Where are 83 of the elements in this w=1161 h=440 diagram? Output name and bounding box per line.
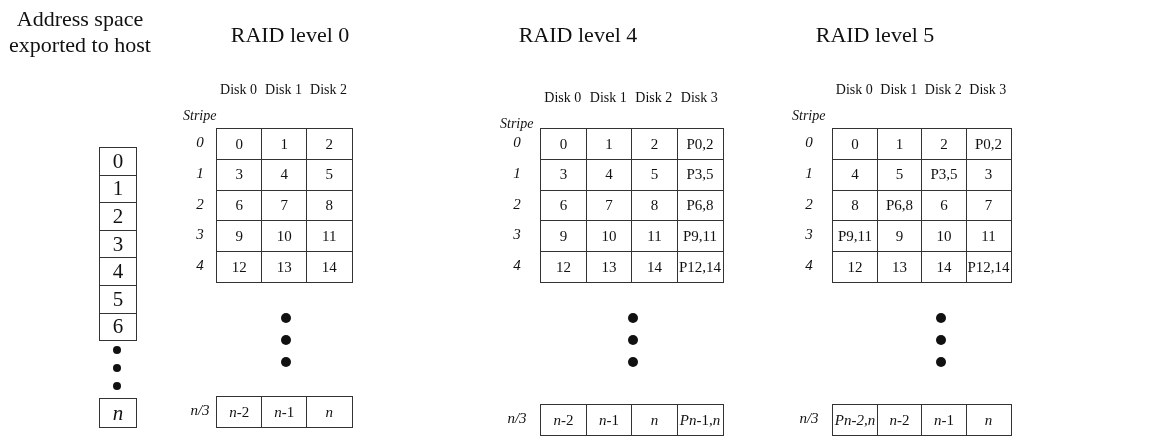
table-cell: 13 [261,251,308,284]
table-cell: 9 [540,220,587,253]
table-cell: P12,14 [965,251,1012,284]
table-cell: n-2 [216,396,263,429]
table-cell: 12 [832,251,878,284]
table-cell: 10 [921,220,967,253]
row-label: 1 [804,164,814,182]
table-cell: 2 [99,202,137,231]
row-header: Stripe [183,108,217,124]
row-label: n/3 [189,402,211,419]
table-cell: 5 [99,285,137,314]
row-label: 1 [195,164,205,182]
column-header: Disk 2 [634,90,674,106]
column-header: Disk 1 [588,90,628,106]
table-cell: n [99,398,137,428]
column-header: Disk 1 [264,82,303,98]
row-header: Stripe [500,116,534,132]
section-title: RAID level 0 [229,22,351,48]
row-label: n/3 [506,410,528,427]
table-cell: 6 [99,312,137,342]
table-cell: 2 [631,128,678,161]
row-label: 2 [195,195,205,213]
column-header: Disk 1 [879,82,919,98]
column-header: Disk 0 [543,90,583,106]
table-cell: 0 [832,128,878,161]
table-cell: 13 [876,251,923,284]
table-cell: P0,2 [965,128,1012,161]
table-cell: 10 [261,220,308,253]
table-cell: P12,14 [676,251,724,284]
table-cell: 13 [585,251,633,284]
table-cell: 12 [540,251,587,284]
column-header: Disk 3 [679,90,719,106]
table-cell: n-2 [876,404,923,437]
table-cell: 11 [631,220,678,253]
table-cell: n-1 [921,404,967,437]
table-cell: 8 [306,189,353,222]
table-cell: 0 [99,147,137,176]
row-label: 4 [195,257,205,275]
table-cell: n [631,404,678,437]
table-cell: 4 [99,257,137,286]
row-label: 0 [195,134,205,151]
row-label: 3 [804,226,814,244]
table-cell: Pn-2,n [832,404,878,437]
row-label: 0 [804,134,814,151]
table-cell: 1 [261,128,308,161]
table-cell: P0,2 [676,128,724,161]
row-label: 4 [804,257,814,275]
table-cell: 0 [540,128,587,161]
table-cell: n-2 [540,404,587,437]
row-label: n/3 [798,410,820,427]
row-header: Stripe [792,108,826,124]
column-header: Disk 2 [923,82,963,98]
table-cell: 14 [631,251,678,284]
row-label: 0 [512,134,522,151]
column-header: Disk 2 [309,82,348,98]
table-cell: P9,11 [676,220,724,253]
row-label: 2 [804,195,814,213]
column-header: Disk 0 [834,82,874,98]
table-cell: 2 [921,128,967,161]
table-cell: n-1 [261,396,308,429]
table-cell: 0 [216,128,263,161]
table-cell: Pn-1,n [676,404,724,437]
row-label: 4 [512,257,522,275]
table-cell: 14 [921,251,967,284]
table-cell: 2 [306,128,353,161]
table-cell: 12 [216,251,263,284]
column-header: Disk 0 [219,82,258,98]
table-cell: n-1 [585,404,633,437]
section-title: Address space exported to host [8,6,152,58]
table-cell: 11 [306,220,353,253]
table-cell: n [965,404,1012,437]
table-cell: n [306,396,353,429]
table-cell: 11 [965,220,1012,253]
section-title: RAID level 5 [814,22,936,48]
table-cell: 9 [216,220,263,253]
row-label: 1 [512,164,522,182]
row-label: 3 [195,226,205,244]
row-label: 2 [512,195,522,213]
table-cell: P9,11 [832,220,878,253]
row-label: 3 [512,226,522,244]
section-title: RAID level 4 [517,22,639,48]
column-header: Disk 3 [968,82,1008,98]
table-cell: 14 [306,251,353,284]
